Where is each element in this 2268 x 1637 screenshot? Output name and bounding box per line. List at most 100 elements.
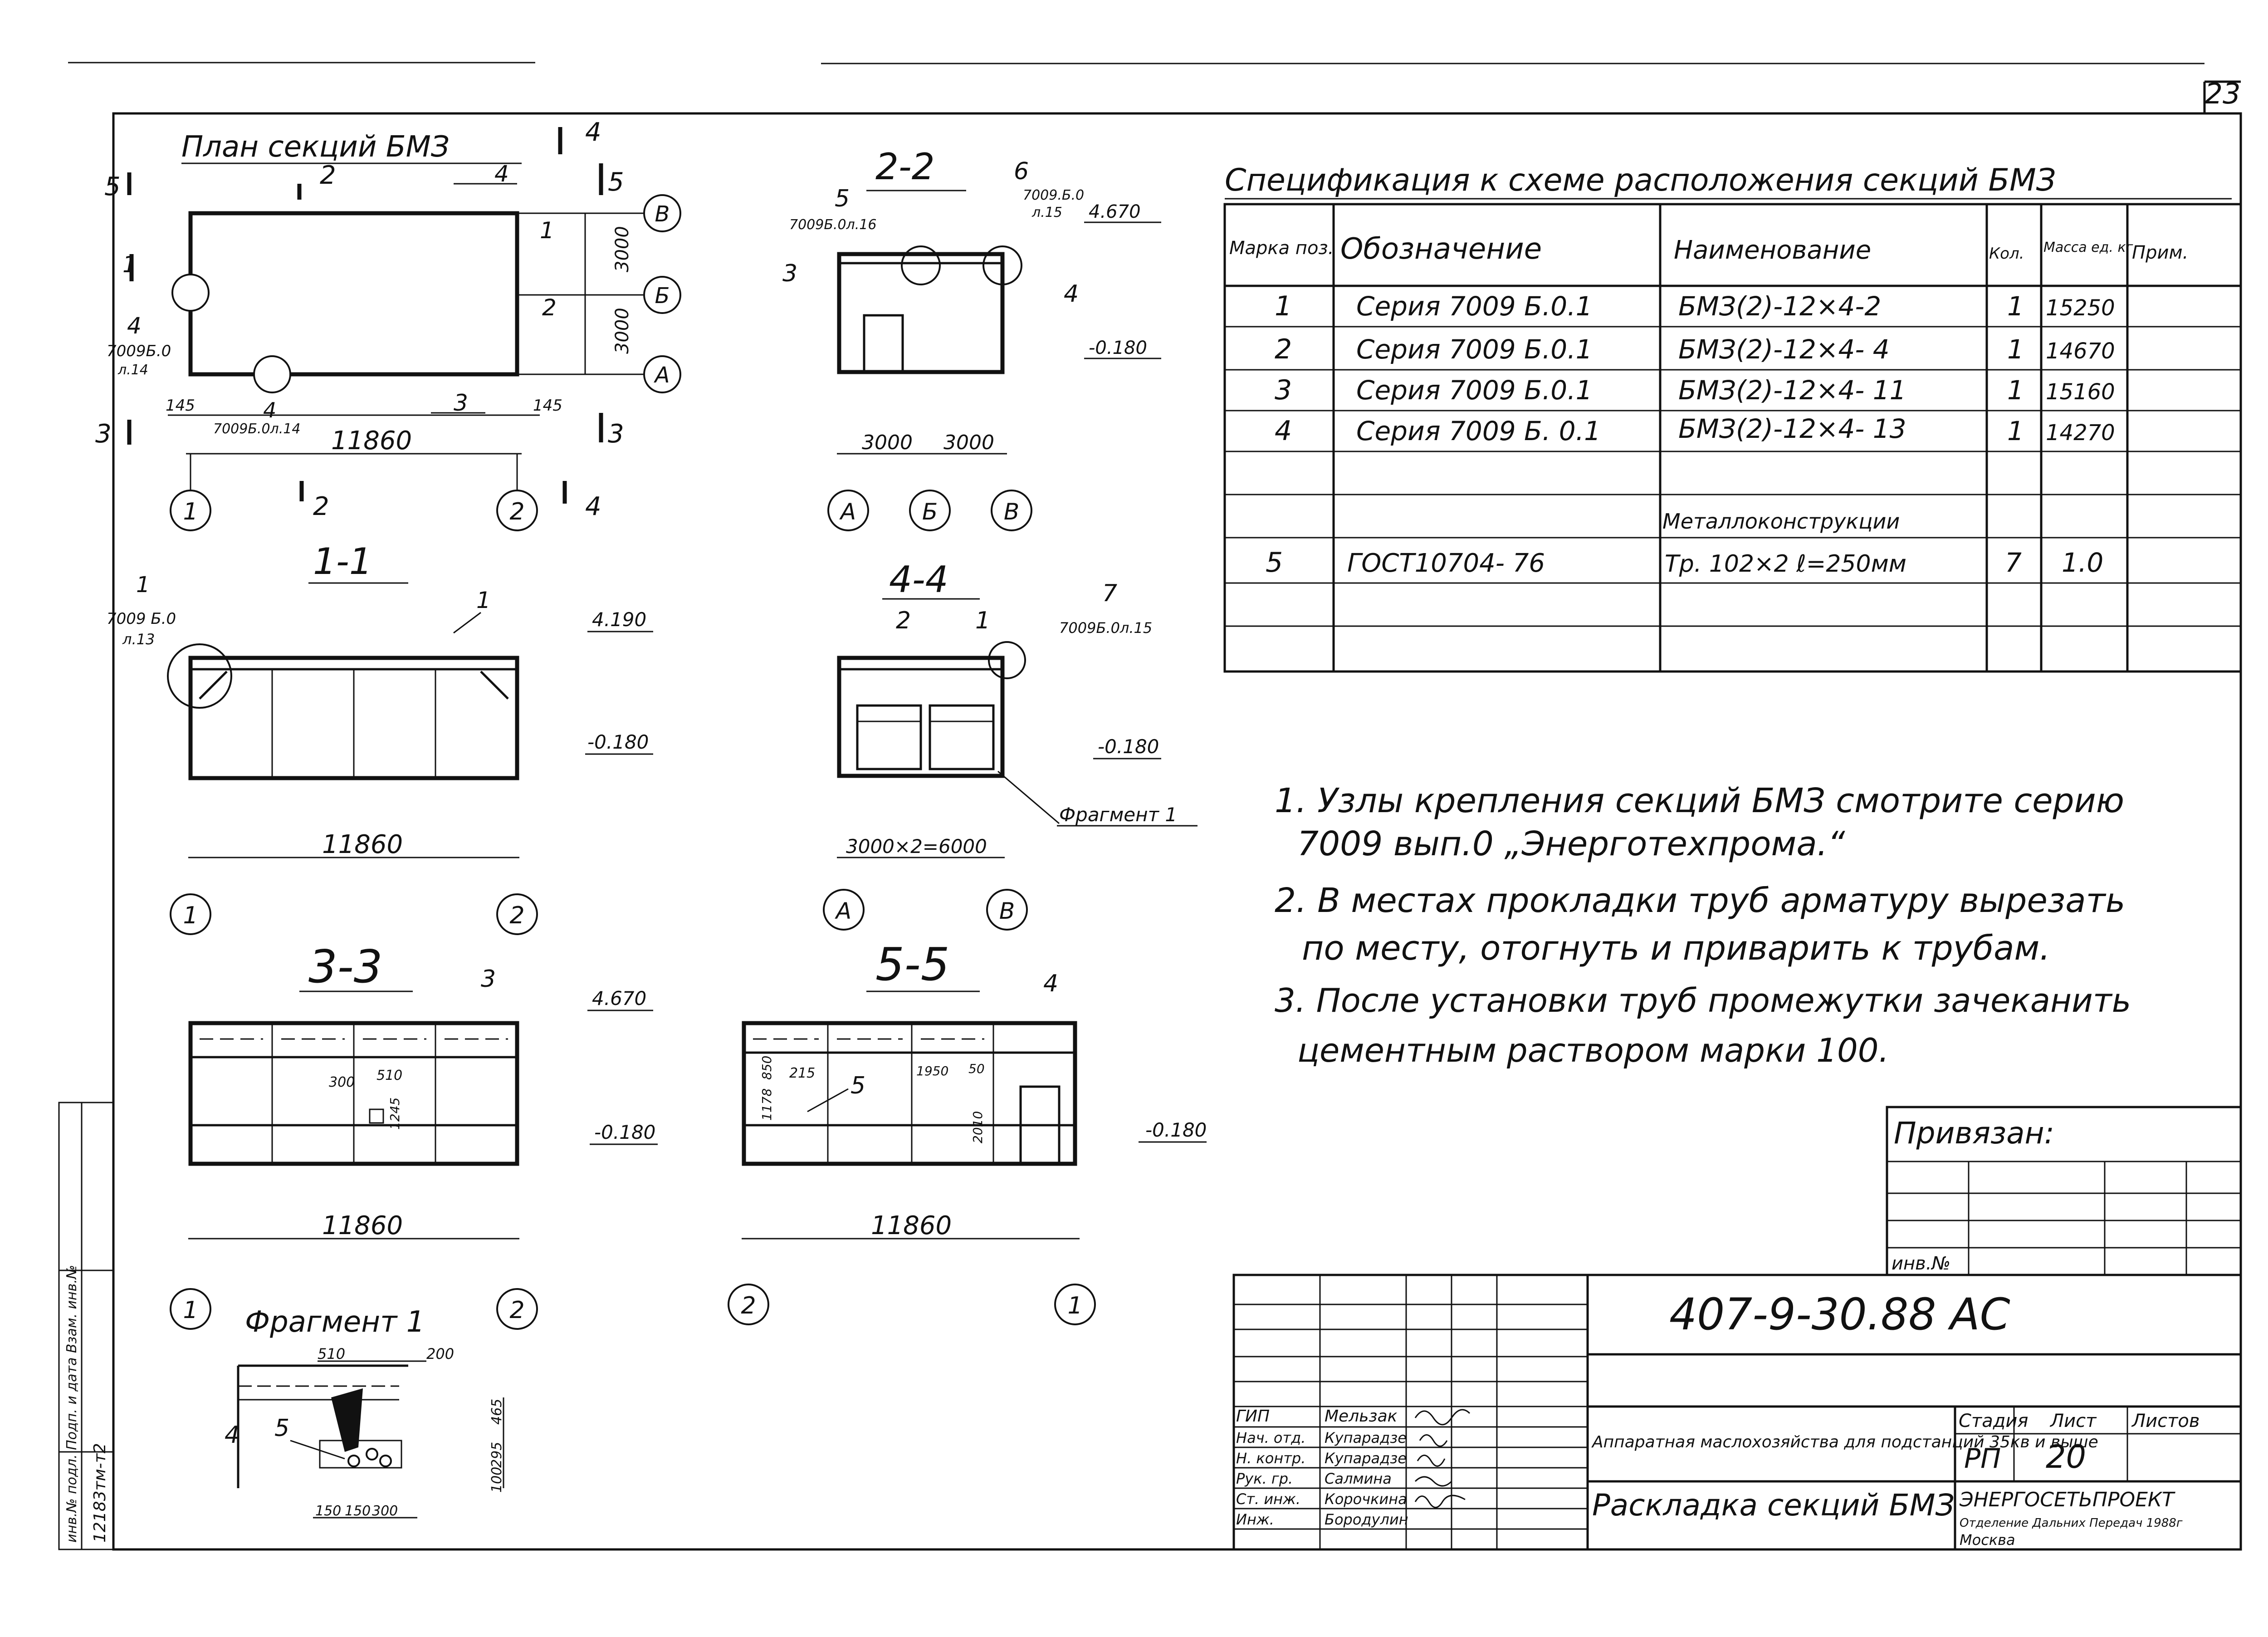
notes: 1. Узлы крепления секций БМЗ смотрите се… (1275, 781, 2131, 1069)
sec22-dim2: 3000 (943, 431, 994, 454)
fragment1-d295: 295 (489, 1442, 505, 1468)
sec22-mark3: 3 (782, 260, 797, 287)
plan-section-2-top: 2 (320, 161, 336, 190)
plan-callout-left-sheet: л.14 (117, 362, 148, 378)
role-1-name: Мельзак (1325, 1407, 1398, 1426)
fragment1-d510: 510 (318, 1345, 345, 1363)
plan-section-5-right: 5 (608, 167, 624, 197)
fragment1-d300: 300 (372, 1503, 398, 1519)
plan-mark-1: 1 (540, 217, 554, 244)
spec-row-3-name: БМЗ(2)-12×4- 11 (1678, 375, 1906, 406)
sec33-d510: 510 (376, 1068, 402, 1083)
spec-row-section-label: Металлоконструкции (1662, 509, 1900, 534)
plan-mark-4-top: 4 (494, 161, 509, 187)
sec22-c6-ref: 7009.Б.0 (1023, 187, 1084, 203)
signature-2 (1419, 1434, 1448, 1447)
sec33-title: 3-3 (308, 940, 382, 993)
fragment1-d200: 200 (426, 1345, 454, 1363)
signature-3 (1417, 1455, 1446, 1467)
plan-section-2-bottom: 2 (313, 492, 329, 521)
titleblock-city: Москва (1960, 1531, 2015, 1549)
sec55-d1178: 1178 (759, 1088, 774, 1121)
plan-axis-A: А (654, 363, 670, 388)
spec-row-3-mass: 15160 (2046, 379, 2115, 405)
section-2-2: 2-2 5 7009Б.0л.16 6 7009.Б.0 л.15 4.670 … (782, 146, 1161, 531)
sec33-d1245: 1245 (387, 1098, 402, 1130)
sec55-elev-bot: -0.180 (1145, 1119, 1207, 1141)
plan-dim-left: 145 (166, 397, 195, 415)
fragment1-d150b: 150 (345, 1503, 371, 1519)
plan-dim-span1: 3000 (612, 226, 633, 272)
privyazan-inv: инв.№ (1892, 1253, 1950, 1274)
sec33-elev-top: 4.670 (592, 987, 646, 1010)
sec55-d50: 50 (968, 1061, 985, 1076)
plan-section-1-left: 1 (122, 251, 137, 278)
titleblock-project-title: Аппаратная маслохозяйства для подстанций… (1591, 1433, 2098, 1451)
plan-title: План секций БМЗ (181, 130, 450, 164)
sec33-dim: 11860 (322, 1211, 403, 1240)
spec-table: Спецификация к схеме расположения секций… (1223, 162, 2242, 673)
signature-4 (1414, 1476, 1452, 1487)
plan-section-3-left: 3 (95, 419, 112, 449)
role-5-name: Корочкина (1325, 1490, 1407, 1508)
sheet-frame (112, 112, 2242, 1551)
spec-row-4-mark: 4 (1275, 415, 1292, 447)
sec44-elev-bot: -0.180 (1098, 735, 1159, 758)
spec-header-mass: Масса ед. кг. (2043, 240, 2137, 255)
sec11-axis-1: 1 (183, 902, 198, 929)
plan-axis-B: Б (655, 283, 670, 309)
role-6: Инж. (1236, 1511, 1274, 1528)
plan-view: План секций БМЗ 5 3 1 2 2 4 5 3 4 4 1 2 … (95, 118, 681, 531)
sec22-axis-V: В (1004, 499, 1019, 525)
spec-title: Спецификация к схеме расположения секций… (1225, 162, 2056, 198)
sec33-axis-1: 1 (183, 1297, 198, 1324)
titleblock-stage-label: Стадия (1959, 1411, 2028, 1431)
sec11-elev-bot: -0.180 (587, 731, 649, 753)
sec44-mark1: 1 (975, 607, 990, 634)
spec-header-note: Прим. (2132, 242, 2188, 263)
privyazan-label: Привязан: (1894, 1116, 2054, 1151)
section-1-1: 1-1 1 7009 Б.0 л.13 1 4.190 -0.180 11860… (107, 540, 653, 935)
role-3-name: Купарадзе (1325, 1450, 1407, 1467)
plan-callout-left-ref: 7009Б.0 (107, 342, 171, 360)
sec11-axis-2: 2 (509, 902, 524, 929)
titleblock-sheets-label: Листов (2131, 1411, 2200, 1431)
sec11-title: 1-1 (313, 540, 372, 583)
sec55-dim: 11860 (871, 1211, 952, 1240)
plan-section-4-top: 4 (585, 118, 601, 147)
fragment-1: Фрагмент 1 4 5 510 200 465 295 100 150 1… (225, 1305, 505, 1519)
plan-mark-3: 3 (454, 390, 468, 416)
titleblock-stage: РП (1964, 1443, 2001, 1475)
titleblock-org: ЭНЕРГОСЕТЬПРОЕКТ (1959, 1488, 2175, 1511)
spec-row-1-designation: Серия 7009 Б.0.1 (1356, 291, 1593, 322)
sec11-elev-top: 4.190 (592, 608, 646, 631)
sec22-elev-bot: -0.180 (1089, 338, 1147, 358)
spec-row-5-qty: 7 (2005, 547, 2022, 578)
titleblock-sheet-label: Лист (2049, 1411, 2097, 1431)
sec11-c1-num: 1 (136, 572, 150, 598)
spec-row-1-name: БМЗ(2)-12×4-2 (1678, 291, 1881, 322)
role-4: Рук. гр. (1236, 1470, 1293, 1487)
plan-mark-2: 2 (542, 294, 557, 321)
fragment1-mark4: 4 (225, 1421, 240, 1449)
role-5: Ст. инж. (1236, 1490, 1300, 1508)
sec44-axis-V: В (999, 898, 1015, 924)
sec44-c7-ref: 7009Б.0л.15 (1059, 619, 1152, 637)
sec11-dim: 11860 (322, 830, 403, 859)
sidebar-text-labels: инв.№ подл. Подп. и дата Взам. инв.№ (64, 1265, 80, 1543)
spec-row-4-mass: 14270 (2046, 420, 2115, 446)
signature-5 (1414, 1495, 1466, 1508)
sec44-c7-num: 7 (1102, 580, 1117, 607)
sec55-d2010: 2010 (970, 1111, 985, 1143)
plan-section-5-left: 5 (104, 172, 121, 201)
sec44-mark2: 2 (896, 607, 911, 634)
spec-row-4-name: БМЗ(2)-12×4- 13 (1678, 413, 1906, 444)
spec-row-5-mass: 1.0 (2062, 547, 2103, 578)
sec22-c5-num: 5 (835, 185, 850, 212)
titleblock-sheet-title: Раскладка секций БМЗ (1592, 1488, 1955, 1523)
spec-header-qty: Кол. (1989, 245, 2024, 263)
plan-axis-2: 2 (509, 498, 524, 525)
spec-row-3-qty: 1 (2007, 375, 2024, 406)
spec-row-5-designation: ГОСТ10704- 76 (1347, 549, 1545, 578)
